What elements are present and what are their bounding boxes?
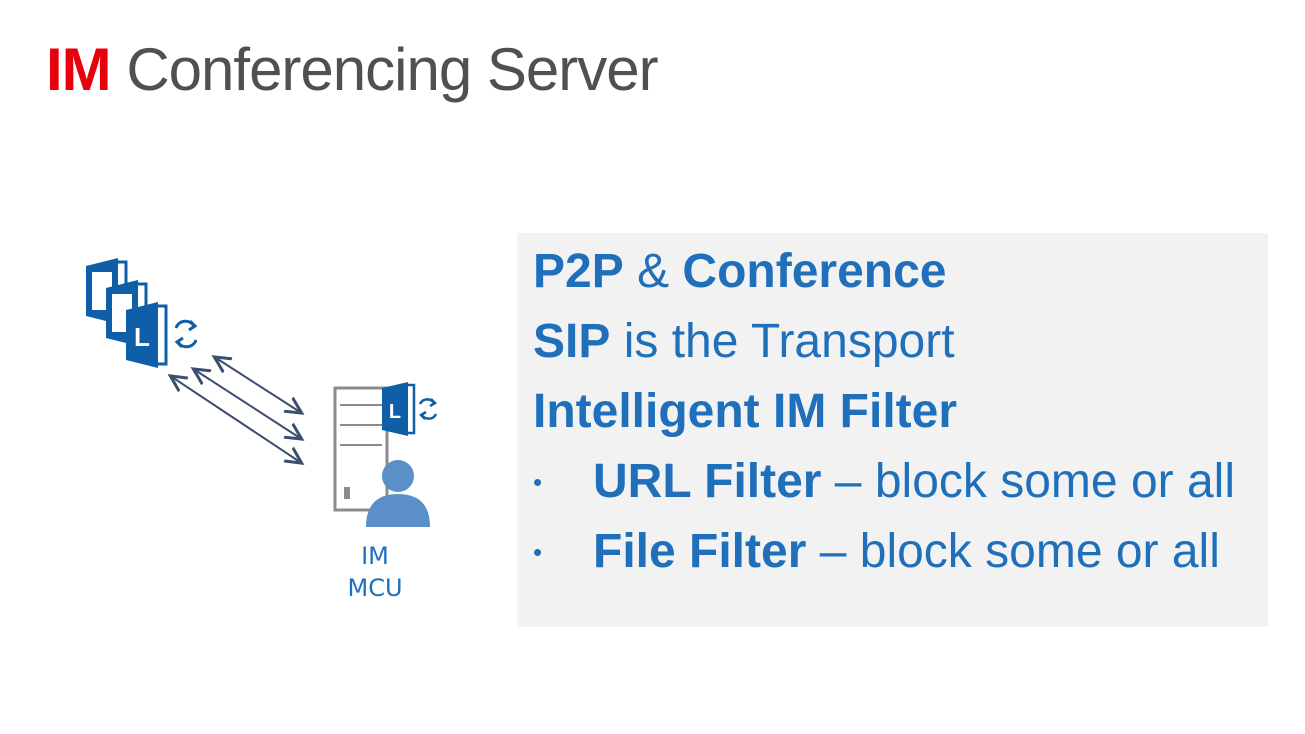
sub-bullet-2-bold: File Filter [593, 525, 807, 578]
mcu-label-line2: MCU [347, 574, 403, 602]
sub-bullet-url-filter: • URL Filter – block some or all [533, 454, 1263, 510]
sync-arrows-icon [174, 319, 198, 349]
bullet-2-text: is the Transport [610, 315, 955, 368]
connection-arrow-1 [216, 358, 300, 412]
bullet-1-mid: & [623, 245, 683, 298]
title-accent: IM [46, 36, 112, 103]
content-panel [517, 233, 1268, 627]
svg-text:L: L [134, 322, 150, 352]
sub-bullet-1-text: – block some or all [821, 455, 1235, 508]
user-icon [366, 460, 430, 527]
connection-arrow-3 [172, 377, 300, 462]
bullet-p2p-conference: P2P & Conference [533, 244, 1263, 300]
server-lync-icon: L [382, 382, 416, 436]
bullet-dot: • [533, 537, 543, 567]
lync-client-icon-front: L [126, 302, 168, 368]
sub-bullet-1-bold: URL Filter [593, 455, 822, 508]
bullet-1-bold2: Conference [682, 245, 947, 298]
title-rest: Conferencing Server [110, 36, 658, 103]
sub-bullet-2-text: – block some or all [806, 525, 1220, 578]
bullet-dot: • [533, 467, 543, 497]
svg-text:L: L [389, 401, 401, 423]
mcu-label: IM MCU [330, 540, 420, 604]
server-icon [333, 386, 389, 512]
bullet-sip-transport: SIP is the Transport [533, 314, 1263, 370]
bullet-list: P2P & Conference SIP is the Transport In… [533, 244, 1263, 594]
bullet-3-bold: Intelligent IM Filter [533, 385, 958, 438]
server-sync-icon [418, 398, 438, 420]
bullet-1-bold: P2P [533, 245, 624, 298]
mcu-label-line1: IM [361, 542, 389, 570]
architecture-diagram: L L [84, 256, 438, 527]
bullet-2-bold: SIP [533, 315, 611, 368]
sub-bullet-file-filter: • File Filter – block some or all [533, 524, 1263, 580]
page-title: IM Conferencing Server [46, 40, 659, 100]
bullet-im-filter: Intelligent IM Filter [533, 384, 1263, 440]
